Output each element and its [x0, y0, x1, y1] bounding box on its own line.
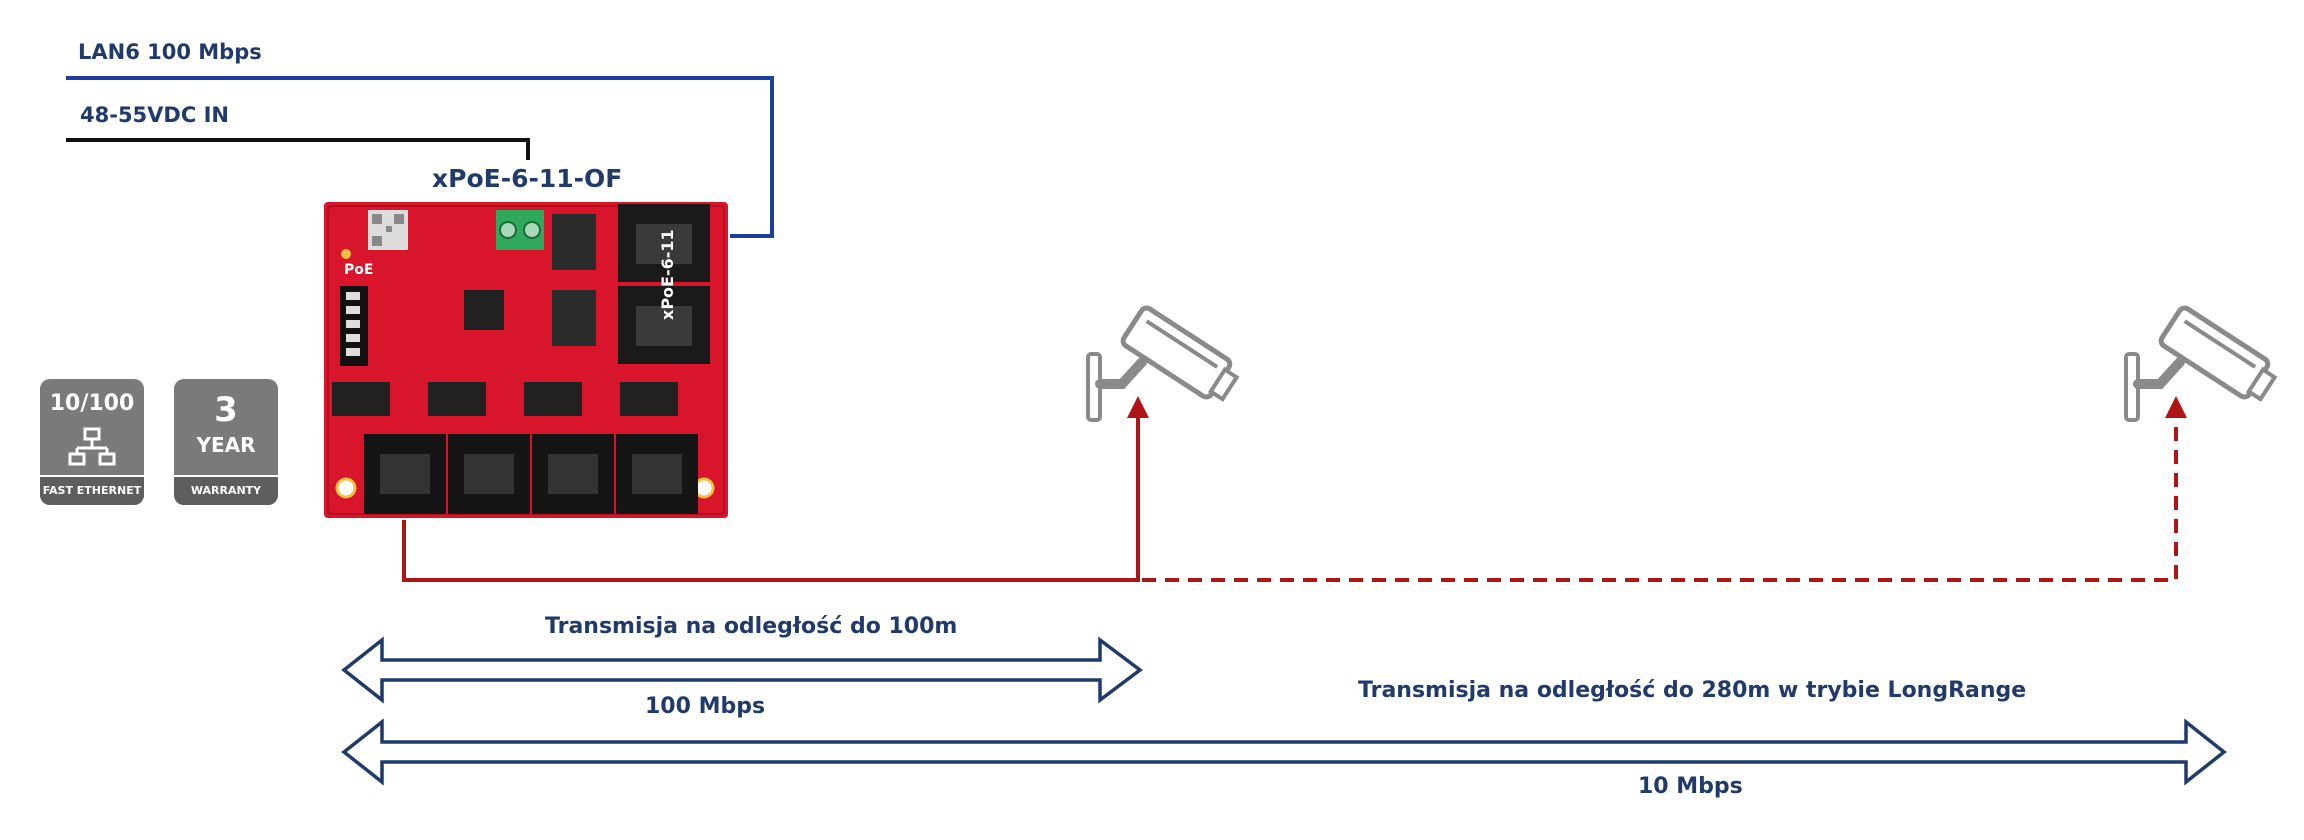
camera-icon-far — [2124, 305, 2278, 422]
distance-100m-double-arrow — [341, 636, 1143, 704]
distance-100m-label: Transmisja na odległość do 100m — [545, 614, 958, 639]
warranty-years-number: 3 — [214, 390, 238, 430]
camera1-cable-line — [402, 410, 1140, 582]
warranty-badge: 3 YEAR WARRANTY — [174, 379, 278, 505]
distance-280m-double-arrow — [341, 718, 2227, 786]
lan6-cable-line — [66, 76, 774, 238]
distance-280m-label: Transmisja na odległość do 280m w trybie… — [1358, 678, 2027, 703]
warranty-badge-caption: WARRANTY — [174, 475, 278, 505]
device-name-label: xPoE-6-11-OF — [432, 164, 623, 193]
board-model-silkscreen: xPoE-6-11 — [658, 229, 677, 320]
board-poe-silkscreen: PoE — [344, 262, 374, 278]
network-icon — [68, 427, 116, 466]
camera2-cable-dashed-line — [1142, 410, 2178, 582]
ethernet-badge-caption: FAST ETHERNET — [40, 475, 144, 505]
power-input-label: 48-55VDC IN — [80, 103, 229, 127]
lan6-label: LAN6 100 Mbps — [78, 40, 262, 64]
camera-icon-near — [1086, 305, 1240, 422]
speed-10-label: 10 Mbps — [1638, 774, 1743, 799]
fast-ethernet-badge: 10/100 FAST ETHERNET — [40, 379, 144, 505]
xpoe-board-image — [324, 202, 728, 518]
ethernet-speed-text: 10/100 — [49, 391, 135, 416]
warranty-year-text: YEAR — [196, 433, 256, 457]
speed-100-label: 100 Mbps — [645, 694, 766, 719]
camera1-arrowhead — [1127, 396, 1149, 418]
power-cable-line — [66, 138, 530, 160]
camera2-arrowhead — [2165, 396, 2187, 418]
